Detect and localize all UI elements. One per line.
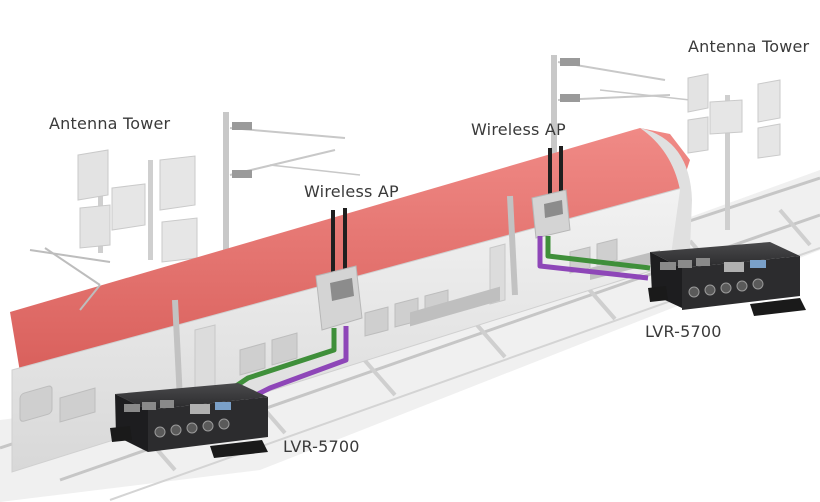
lvr-5700-device-left: [110, 383, 268, 458]
lvr-device-label-left: LVR-5700: [283, 437, 360, 456]
wireless-ap-left: [315, 208, 363, 331]
antenna-tower-left: [77, 149, 198, 263]
lvr-device-label-right: LVR-5700: [645, 322, 722, 341]
wireless-ap-right: [531, 146, 571, 239]
wireless-ap-label-right: Wireless AP: [471, 120, 566, 139]
antenna-tower-label-left: Antenna Tower: [49, 114, 171, 133]
catenary-pole-center: [223, 112, 361, 262]
antenna-tower-right: [687, 73, 781, 230]
cables-right: [537, 236, 651, 281]
lvr-5700-device-right: [648, 242, 806, 316]
antenna-tower-label-right: Antenna Tower: [688, 37, 810, 56]
wireless-ap-label-left: Wireless AP: [304, 182, 399, 201]
